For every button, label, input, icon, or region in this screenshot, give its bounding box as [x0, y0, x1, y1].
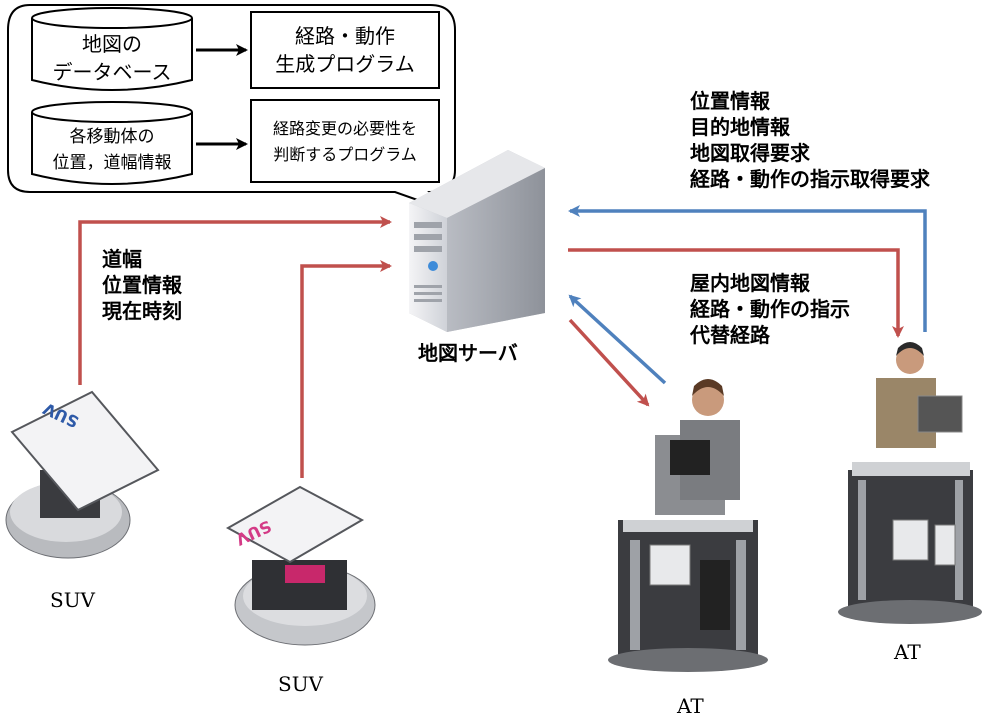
at-center-upload-arrow	[568, 294, 667, 385]
suv-upload-item: 現在時刻	[102, 299, 182, 323]
server-icon	[409, 150, 545, 332]
suv-center-upload-arrow	[300, 260, 392, 478]
at-center-robot-image	[608, 379, 768, 672]
at-download-item: 代替経路	[690, 323, 770, 347]
suv-upload-item: 位置情報	[102, 273, 182, 297]
map-database-line2: データベース	[52, 60, 172, 84]
route-change-program-line2: 判断するプログラム	[273, 145, 417, 164]
at-upload-info: 位置情報 目的地情報 地図取得要求 経路・動作の指示取得要求	[690, 88, 930, 192]
route-change-program-label: 経路変更の必要性を 判断するプログラム	[252, 116, 438, 168]
route-change-program-line1: 経路変更の必要性を	[272, 119, 417, 138]
at-upload-item: 経路・動作の指示取得要求	[690, 167, 930, 191]
at-center-download-arrow	[568, 318, 650, 407]
route-generation-program-line2: 生成プログラム	[275, 52, 415, 76]
suv-left-label: SUV	[50, 588, 95, 612]
suv-left-robot-image: SUV	[5, 390, 160, 559]
position-database-cylinder	[31, 101, 193, 185]
suv-center-robot-image: SUV	[225, 485, 376, 646]
suv-center-label: SUV	[278, 672, 323, 696]
suv-upload-item: 道幅	[102, 247, 142, 271]
at-right-upload-arrow	[568, 205, 927, 332]
at-right-download-arrow	[568, 248, 904, 338]
route-generation-program-line1: 経路・動作	[295, 24, 395, 48]
at-upload-item: 地図取得要求	[690, 141, 810, 165]
suv-left-upload-arrow	[78, 216, 392, 385]
position-database-line1: 各移動体の	[69, 127, 155, 147]
map-database-cylinder	[31, 7, 193, 91]
at-download-info: 屋内地図情報 経路・動作の指示 代替経路	[690, 270, 850, 348]
at-right-label: AT	[894, 640, 921, 664]
at-center-label: AT	[677, 694, 704, 718]
at-upload-item: 目的地情報	[690, 115, 790, 139]
route-generation-program-box	[250, 11, 440, 89]
at-download-item: 屋内地図情報	[690, 271, 810, 295]
route-generation-program-label: 経路・動作 生成プログラム	[252, 22, 438, 78]
suv-upload-info: 道幅 位置情報 現在時刻	[102, 246, 182, 324]
at-upload-item: 位置情報	[690, 89, 770, 113]
position-database-line2: 位置，道幅情報	[52, 153, 172, 173]
map-database-label: 地図の データベース	[34, 30, 190, 86]
position-database-label: 各移動体の 位置，道幅情報	[34, 124, 190, 176]
server-label: 地図サーバ	[418, 341, 518, 365]
at-download-item: 経路・動作の指示	[690, 297, 850, 321]
map-database-line1: 地図の	[82, 32, 142, 56]
at-right-robot-image	[838, 342, 982, 624]
route-change-program-box	[250, 99, 440, 183]
